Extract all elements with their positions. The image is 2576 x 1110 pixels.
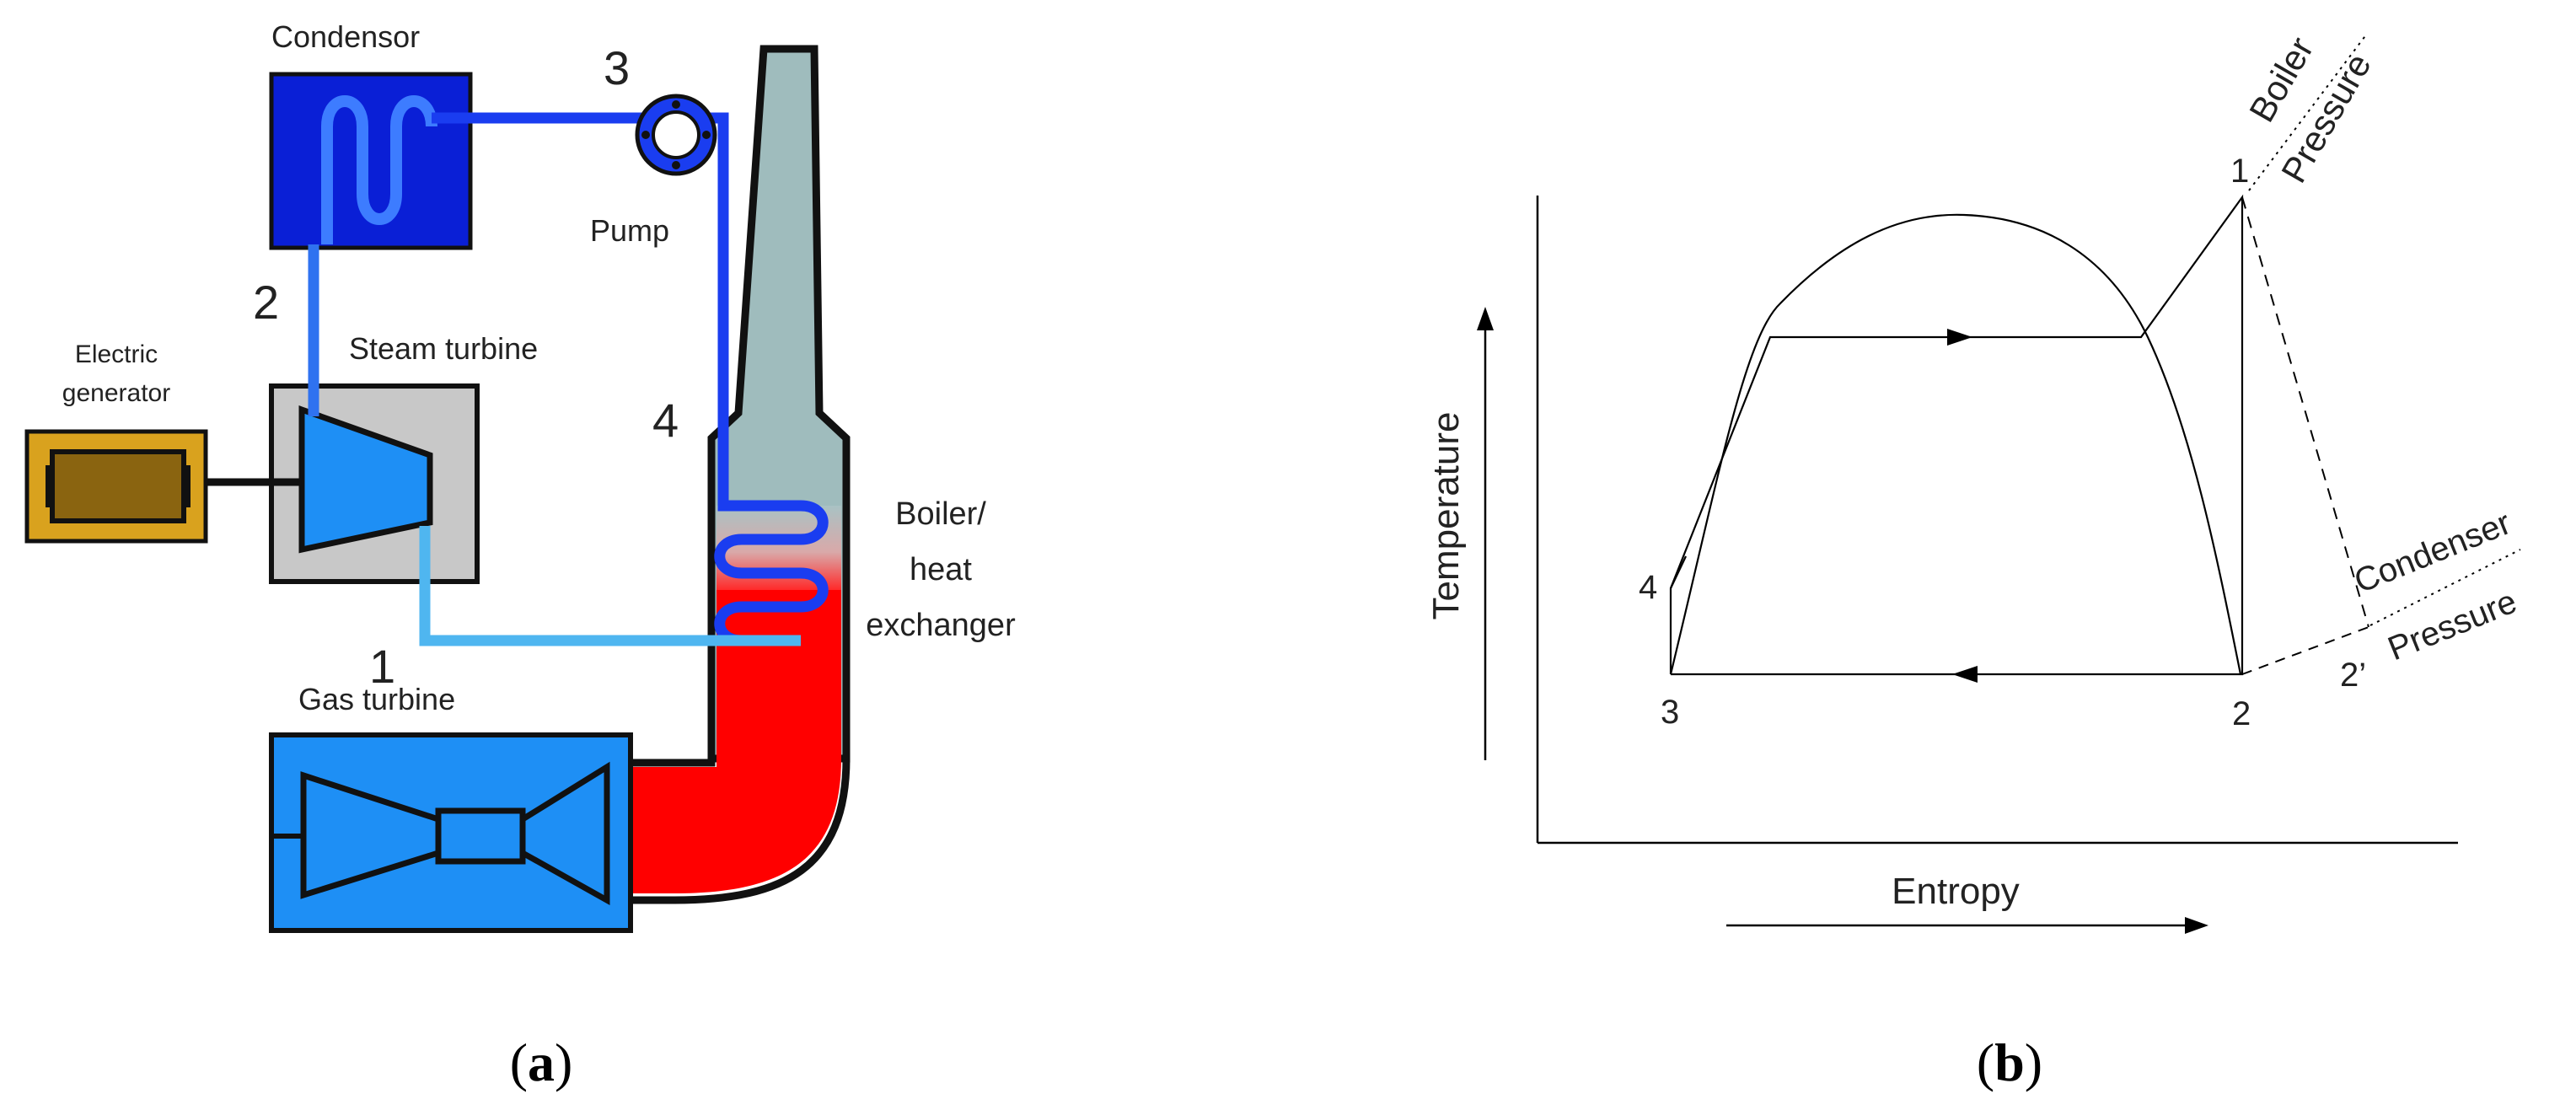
caption-letter-a: a [528, 1032, 555, 1092]
ts-state-2-label: 2 [2232, 695, 2251, 732]
combustor-shape [435, 807, 526, 865]
steam-turbine-rotor [298, 405, 433, 554]
turbine-shape [519, 761, 610, 905]
pump-impeller [652, 110, 700, 159]
boiler-outline [607, 438, 851, 904]
condenser-pressure-dotted [2369, 549, 2521, 626]
pump-compression-line [1670, 555, 1687, 589]
x-axis-label: Entropy [1892, 871, 2020, 912]
pump-bolt [672, 100, 680, 109]
steam-turbine [269, 383, 480, 584]
actual-expansion-dashed [2241, 196, 2369, 628]
rankine-cycle-path [1669, 194, 2244, 676]
electric-generator-label-line2: generator [62, 379, 170, 407]
condensor-label: Condensor [271, 19, 420, 54]
condenser-pressure-label-line1: Condenser [2349, 504, 2516, 600]
caption-letter-b: b [1994, 1032, 2025, 1092]
caption-paren-open: ( [510, 1032, 528, 1092]
generator-end-cap-left [46, 465, 54, 507]
ts-state-4-label: 4 [1639, 569, 1657, 606]
generator-core [50, 449, 186, 523]
panel-a-caption: (a) [510, 1032, 573, 1092]
state-point-2-label: 2 [253, 276, 279, 329]
gas-turbine-label: Gas turbine [298, 682, 455, 716]
x-direction-arrowhead [2185, 917, 2208, 934]
caption-paren-close: ) [555, 1032, 572, 1092]
boiler-pressure-dotted [2248, 33, 2368, 191]
y-axis-label: Temperature [1425, 411, 1467, 619]
condensor-coil [321, 95, 437, 244]
pump-label: Pump [590, 213, 669, 248]
flue-gas-zone [607, 590, 841, 893]
boiler-label-line1: Boiler/ [895, 496, 986, 532]
state-point-3-label: 3 [604, 41, 630, 94]
y-direction-arrowhead [1477, 307, 1494, 330]
panel-b-caption: (b) [1977, 1032, 2042, 1092]
boiler-label-line2: heat [910, 552, 972, 587]
evaporation-arrowhead [1947, 329, 1972, 346]
electric-generator [24, 429, 302, 544]
ts-state-1-label: 1 [2230, 153, 2249, 190]
boiler-coil [714, 484, 829, 646]
saturation-dome [1669, 213, 2242, 675]
pump-bolt [672, 161, 680, 169]
condenser-isobar-dashed [2241, 626, 2369, 675]
state-point-1-label: 1 [369, 640, 395, 693]
panel-a-schematic: Condensor Pump Steam turbine Electric ge… [24, 19, 1016, 1092]
pump-bolt [702, 131, 711, 139]
steam-turbine-label: Steam turbine [349, 331, 538, 366]
panel-b-ts-diagram: Entropy Temperature 1 2 2’ 3 4 Boiler Pr… [1425, 30, 2522, 1092]
condenser-pressure-label-line2: Pressure [2383, 583, 2522, 668]
pipe-boiler-to-turbine [419, 526, 801, 646]
gas-turbine [269, 732, 633, 933]
condensation-arrowhead [1952, 666, 1978, 683]
pump [635, 94, 717, 176]
pump-bolt [641, 131, 650, 139]
ts-state-2prime-label: 2’ [2340, 657, 2366, 694]
caption-paren-open: ( [1977, 1032, 1994, 1092]
electric-generator-label-line1: Electric [75, 341, 158, 368]
state-point-4-label: 4 [652, 394, 679, 447]
ts-state-3-label: 3 [1661, 694, 1679, 731]
pipework [308, 112, 829, 646]
boiler-label-line3: exchanger [866, 608, 1016, 643]
generator-end-cap-right [182, 465, 191, 507]
caption-paren-close: ) [2025, 1032, 2042, 1092]
condensor [269, 72, 473, 250]
